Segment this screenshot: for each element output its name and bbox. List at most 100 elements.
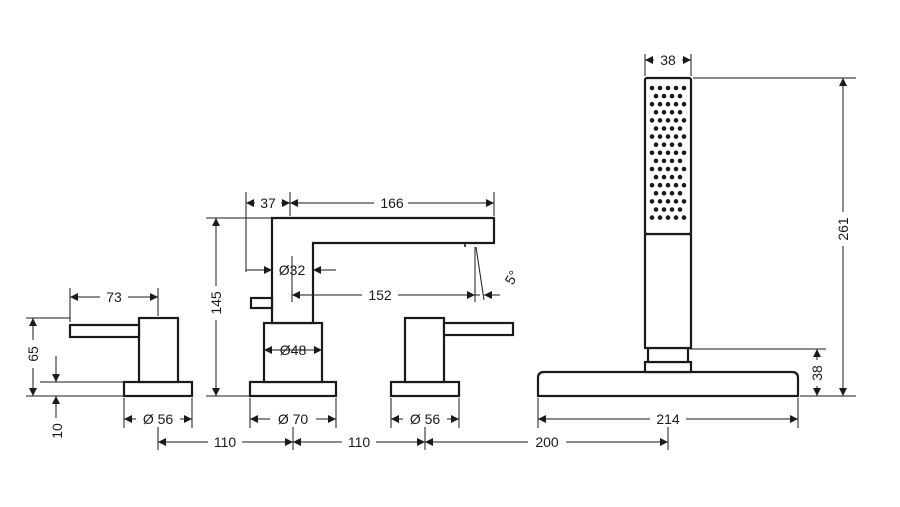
spray-hole [669,110,675,115]
spray-hole [661,93,667,99]
spray-hole [653,93,659,99]
dim-145: 145 [208,291,224,315]
spray-hole [653,174,659,180]
dim-73: 73 [106,289,122,305]
shower-handle [643,232,693,350]
spray-hole [661,174,667,180]
spray-hole [657,150,663,156]
dim-65: 65 [25,346,41,362]
spray-hole [681,85,687,91]
spray-hole [661,191,667,196]
spray-hole [653,191,659,196]
shower-spray-holes [649,85,687,220]
spout-base [248,380,338,398]
spray-hole [677,191,683,196]
spray-hole [677,174,683,180]
spray-hole [673,101,679,107]
spray-hole [677,93,683,99]
spray-hole [649,118,655,123]
spray-hole [681,118,687,123]
spray-hole [657,199,663,204]
left-handle-valve [68,316,194,398]
spray-hole [673,182,679,188]
spray-hole [661,126,667,131]
spray-hole [677,126,683,131]
spray-hole [673,199,679,204]
spray-hole [665,215,671,220]
spray-hole [681,215,687,220]
spray-hole [653,126,659,131]
left-valve-base [122,380,194,398]
spray-hole [665,134,671,139]
right-valve-base [389,380,461,398]
spray-hole [673,85,679,91]
spray-hole [649,215,655,220]
hand-shower [536,76,800,398]
spray-hole [649,150,655,156]
spray-hole [657,166,663,172]
spray-hole [681,101,687,107]
spray-hole [653,207,659,212]
spray-hole [665,118,671,123]
spray-hole [661,207,667,212]
spray-hole [649,199,655,204]
spray-hole [673,150,679,156]
dimension-lines [26,54,856,450]
spray-hole [661,142,667,147]
dim-56-right: Ø 56 [410,411,441,427]
spray-hole [657,182,663,188]
dim-32: Ø32 [279,262,306,278]
spray-hole [661,158,667,164]
spray-hole [669,174,675,180]
dim-48: Ø48 [280,342,307,358]
shower-coupler-upper [646,346,690,364]
spray-hole [657,118,663,123]
spray-hole [673,118,679,123]
dim-56-left: Ø 56 [143,411,174,427]
spray-hole [665,101,671,107]
shower-coupler-lower [643,360,693,374]
spray-hole [657,134,663,139]
spray-hole [681,150,687,156]
center-spout [248,216,496,398]
left-valve-body [137,316,180,384]
spray-hole [665,199,671,204]
dim-200: 200 [535,434,559,450]
spray-hole [681,134,687,139]
spray-hole [681,166,687,172]
spray-hole [665,150,671,156]
shower-base-plate [536,370,800,398]
dimension-labels: 38 37 166 73 Ø32 152 5° 145 65 Ø48 261 3… [25,52,851,450]
spray-hole [649,134,655,139]
spray-hole [669,126,675,131]
spray-hole [677,207,683,212]
shower-head [643,76,693,236]
spray-hole [649,101,655,107]
spray-hole [669,207,675,212]
spout-lift-rod [249,296,274,310]
spray-hole [649,85,655,91]
dim-166: 166 [380,195,404,211]
spray-hole [653,110,659,115]
dim-70: Ø 70 [278,411,309,427]
dim-38-top: 38 [660,52,676,68]
dim-214: 214 [656,411,680,427]
spray-hole [677,142,683,147]
spout-collar [262,321,324,384]
dim-110-a: 110 [214,434,237,450]
spray-hole [673,215,679,220]
spray-hole [681,182,687,188]
spray-hole [661,110,667,115]
right-handle-valve [389,316,515,398]
dim-38-side: 38 [809,365,825,381]
spray-hole [665,166,671,172]
spray-hole [649,182,655,188]
dim-5-degrees: 5° [501,268,522,288]
dim-10: 10 [49,423,65,439]
right-valve-body [403,316,446,384]
spray-hole [669,142,675,147]
spout-body [270,216,496,325]
spray-hole [653,158,659,164]
spray-hole [677,158,683,164]
